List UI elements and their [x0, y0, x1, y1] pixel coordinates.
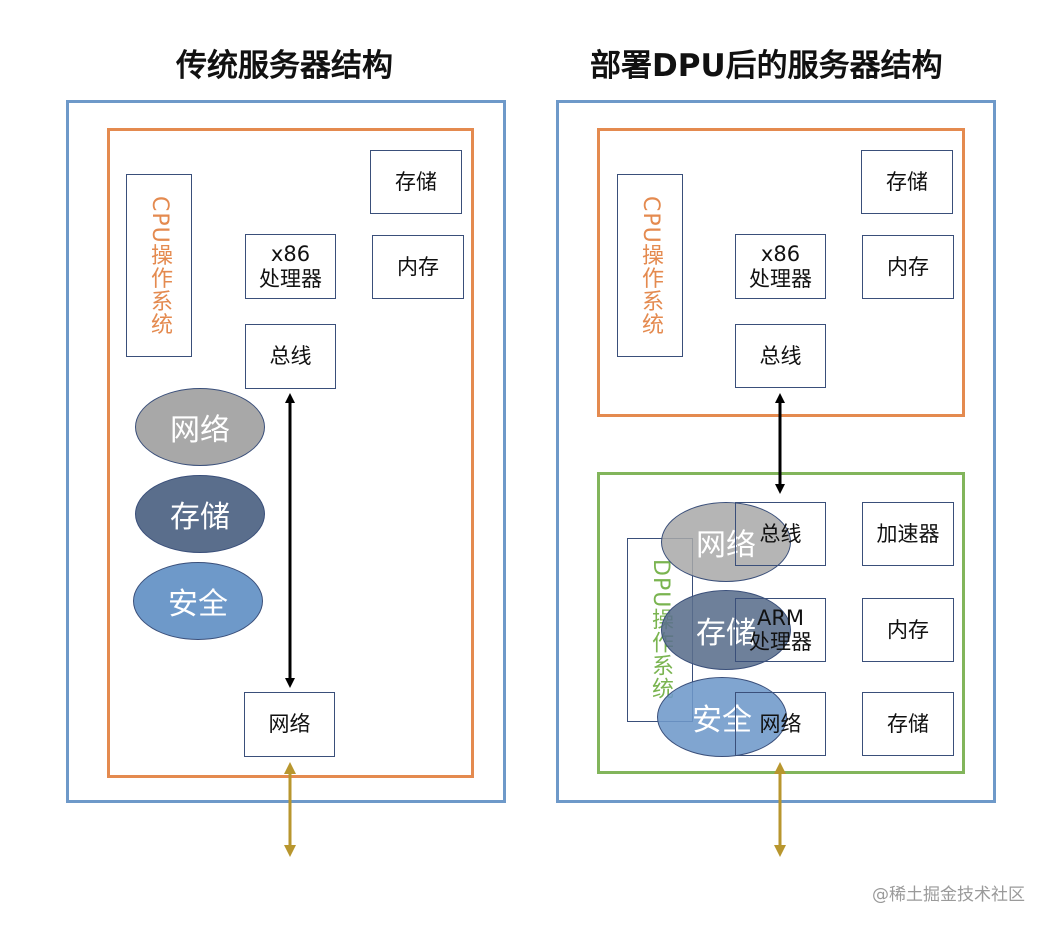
- dpu-arm-processor-box: ARM 处理器: [735, 598, 826, 662]
- dpu-bus-box: 总线: [735, 502, 826, 566]
- left-x86-label: x86: [270, 242, 311, 267]
- left-storage-box: 存储: [370, 150, 462, 214]
- dpu-accelerator-box: 加速器: [862, 502, 954, 566]
- watermark: @稀土掘金技术社区: [872, 885, 1025, 905]
- dpu-memory-box: 内存: [862, 598, 954, 662]
- right-bus-box: 总线: [735, 324, 826, 388]
- right-storage-box: 存储: [861, 150, 953, 214]
- dpu-storage-ellipse: 存储: [661, 590, 791, 670]
- right-title: 部署DPU后的服务器结构: [590, 48, 943, 84]
- right-x86-processor-box: x86 处理器: [735, 234, 826, 299]
- dpu-security-ellipse: 安全: [657, 677, 787, 757]
- left-x86-processor-box: x86 处理器: [245, 234, 336, 299]
- left-processor-label: 处理器: [259, 266, 322, 291]
- left-network-box: 网络: [244, 692, 335, 757]
- dpu-network-ellipse: 网络: [661, 502, 791, 582]
- right-memory-box: 内存: [862, 235, 954, 299]
- dpu-processor-label: 处理器: [749, 630, 812, 654]
- left-storage-ellipse: 存储: [135, 475, 265, 553]
- left-memory-box: 内存: [372, 235, 464, 299]
- left-title: 传统服务器结构: [176, 48, 393, 84]
- left-network-ellipse: 网络: [135, 388, 265, 466]
- dpu-storage-box: 存储: [862, 692, 954, 756]
- left-security-ellipse: 安全: [133, 562, 263, 640]
- dpu-network-box: 网络: [735, 692, 826, 756]
- right-x86-label: x86: [760, 242, 801, 267]
- left-cpu-os-label: CPU操作系统: [126, 174, 192, 357]
- right-processor-label: 处理器: [749, 266, 812, 291]
- right-cpu-os-label: CPU操作系统: [617, 174, 683, 357]
- dpu-arm-label: ARM: [756, 605, 805, 630]
- left-bus-box: 总线: [245, 324, 336, 389]
